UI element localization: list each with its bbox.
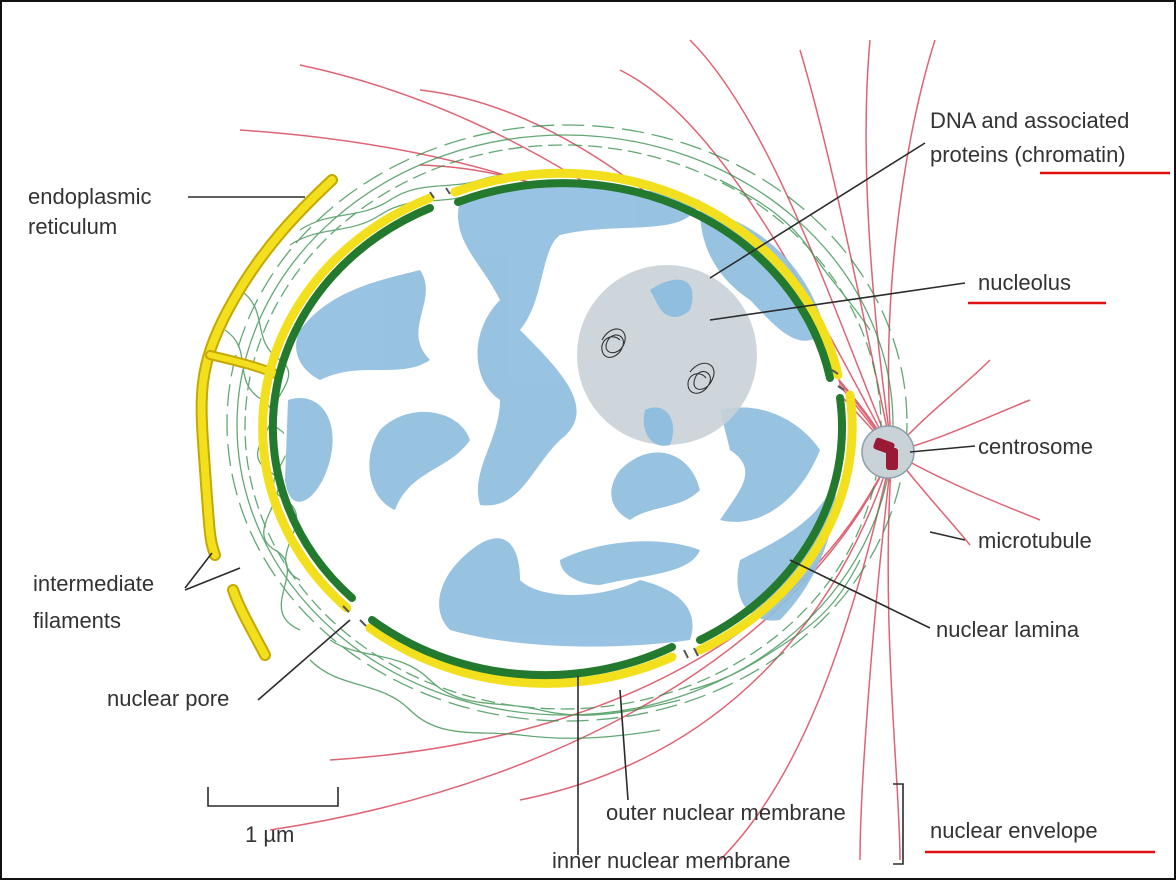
label-outer-nuclear-membrane: outer nuclear membrane	[606, 800, 846, 825]
label-intermediate-filaments-line1: intermediate	[33, 571, 154, 596]
label-endoplasmic-reticulum-line1: endoplasmic	[28, 184, 152, 209]
nucleolus	[577, 265, 757, 446]
label-dna-line2: proteins (chromatin)	[930, 142, 1126, 167]
label-centrosome: centrosome	[978, 434, 1093, 459]
label-intermediate-filaments-line2: filaments	[33, 608, 121, 633]
label-nuclear-lamina: nuclear lamina	[936, 617, 1080, 642]
label-nucleolus: nucleolus	[978, 270, 1071, 295]
label-nuclear-envelope: nuclear envelope	[930, 818, 1098, 843]
label-microtubule: microtubule	[978, 528, 1092, 553]
scale-bar-label: 1 µm	[245, 822, 294, 847]
label-dna-line1: DNA and associated	[930, 108, 1129, 133]
label-endoplasmic-reticulum-line2: reticulum	[28, 214, 117, 239]
label-inner-nuclear-membrane: inner nuclear membrane	[552, 848, 790, 873]
centrosome	[862, 426, 914, 478]
label-nuclear-pore: nuclear pore	[107, 686, 229, 711]
